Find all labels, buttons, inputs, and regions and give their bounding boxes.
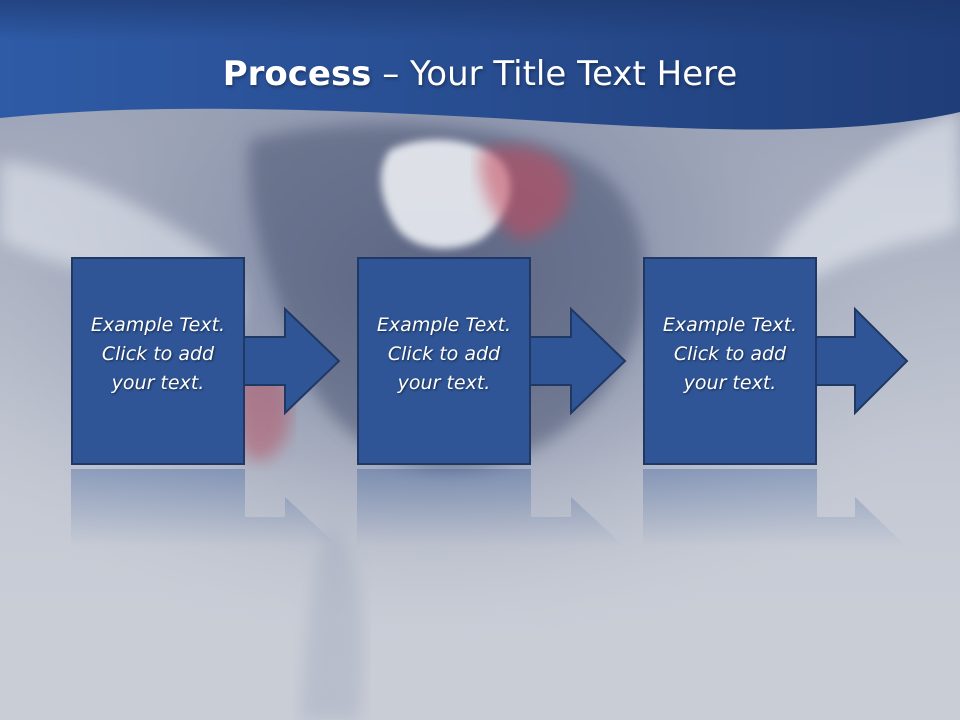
step-2-line-3: your text. (397, 372, 491, 394)
step-2-text[interactable]: Example Text. Click to add your text. (357, 311, 531, 398)
title-rest: – Your Title Text Here (371, 54, 738, 94)
process-step-1[interactable]: Example Text. Click to add your text. (71, 257, 411, 547)
step-3-line-2: Click to add (673, 343, 787, 365)
step-2-line-2: Click to add (387, 343, 501, 365)
process-step-3[interactable]: Example Text. Click to add your text. (643, 257, 943, 547)
step-2-line-1: Example Text. (376, 314, 512, 336)
step-2-arrow-box (357, 257, 627, 547)
slide-title[interactable]: Process – Your Title Text Here (0, 52, 960, 96)
step-3-line-3: your text. (683, 372, 777, 394)
step-1-line-3: your text. (111, 372, 205, 394)
step-3-arrow-box (643, 257, 909, 547)
title-bold: Process (222, 54, 372, 94)
step-3-line-1: Example Text. (662, 314, 798, 336)
step-3-text[interactable]: Example Text. Click to add your text. (643, 311, 817, 398)
step-1-line-1: Example Text. (90, 314, 226, 336)
step-1-line-2: Click to add (101, 343, 215, 365)
step-1-arrow-box (71, 257, 341, 547)
process-step-2[interactable]: Example Text. Click to add your text. (357, 257, 697, 547)
step-1-text[interactable]: Example Text. Click to add your text. (71, 311, 245, 398)
